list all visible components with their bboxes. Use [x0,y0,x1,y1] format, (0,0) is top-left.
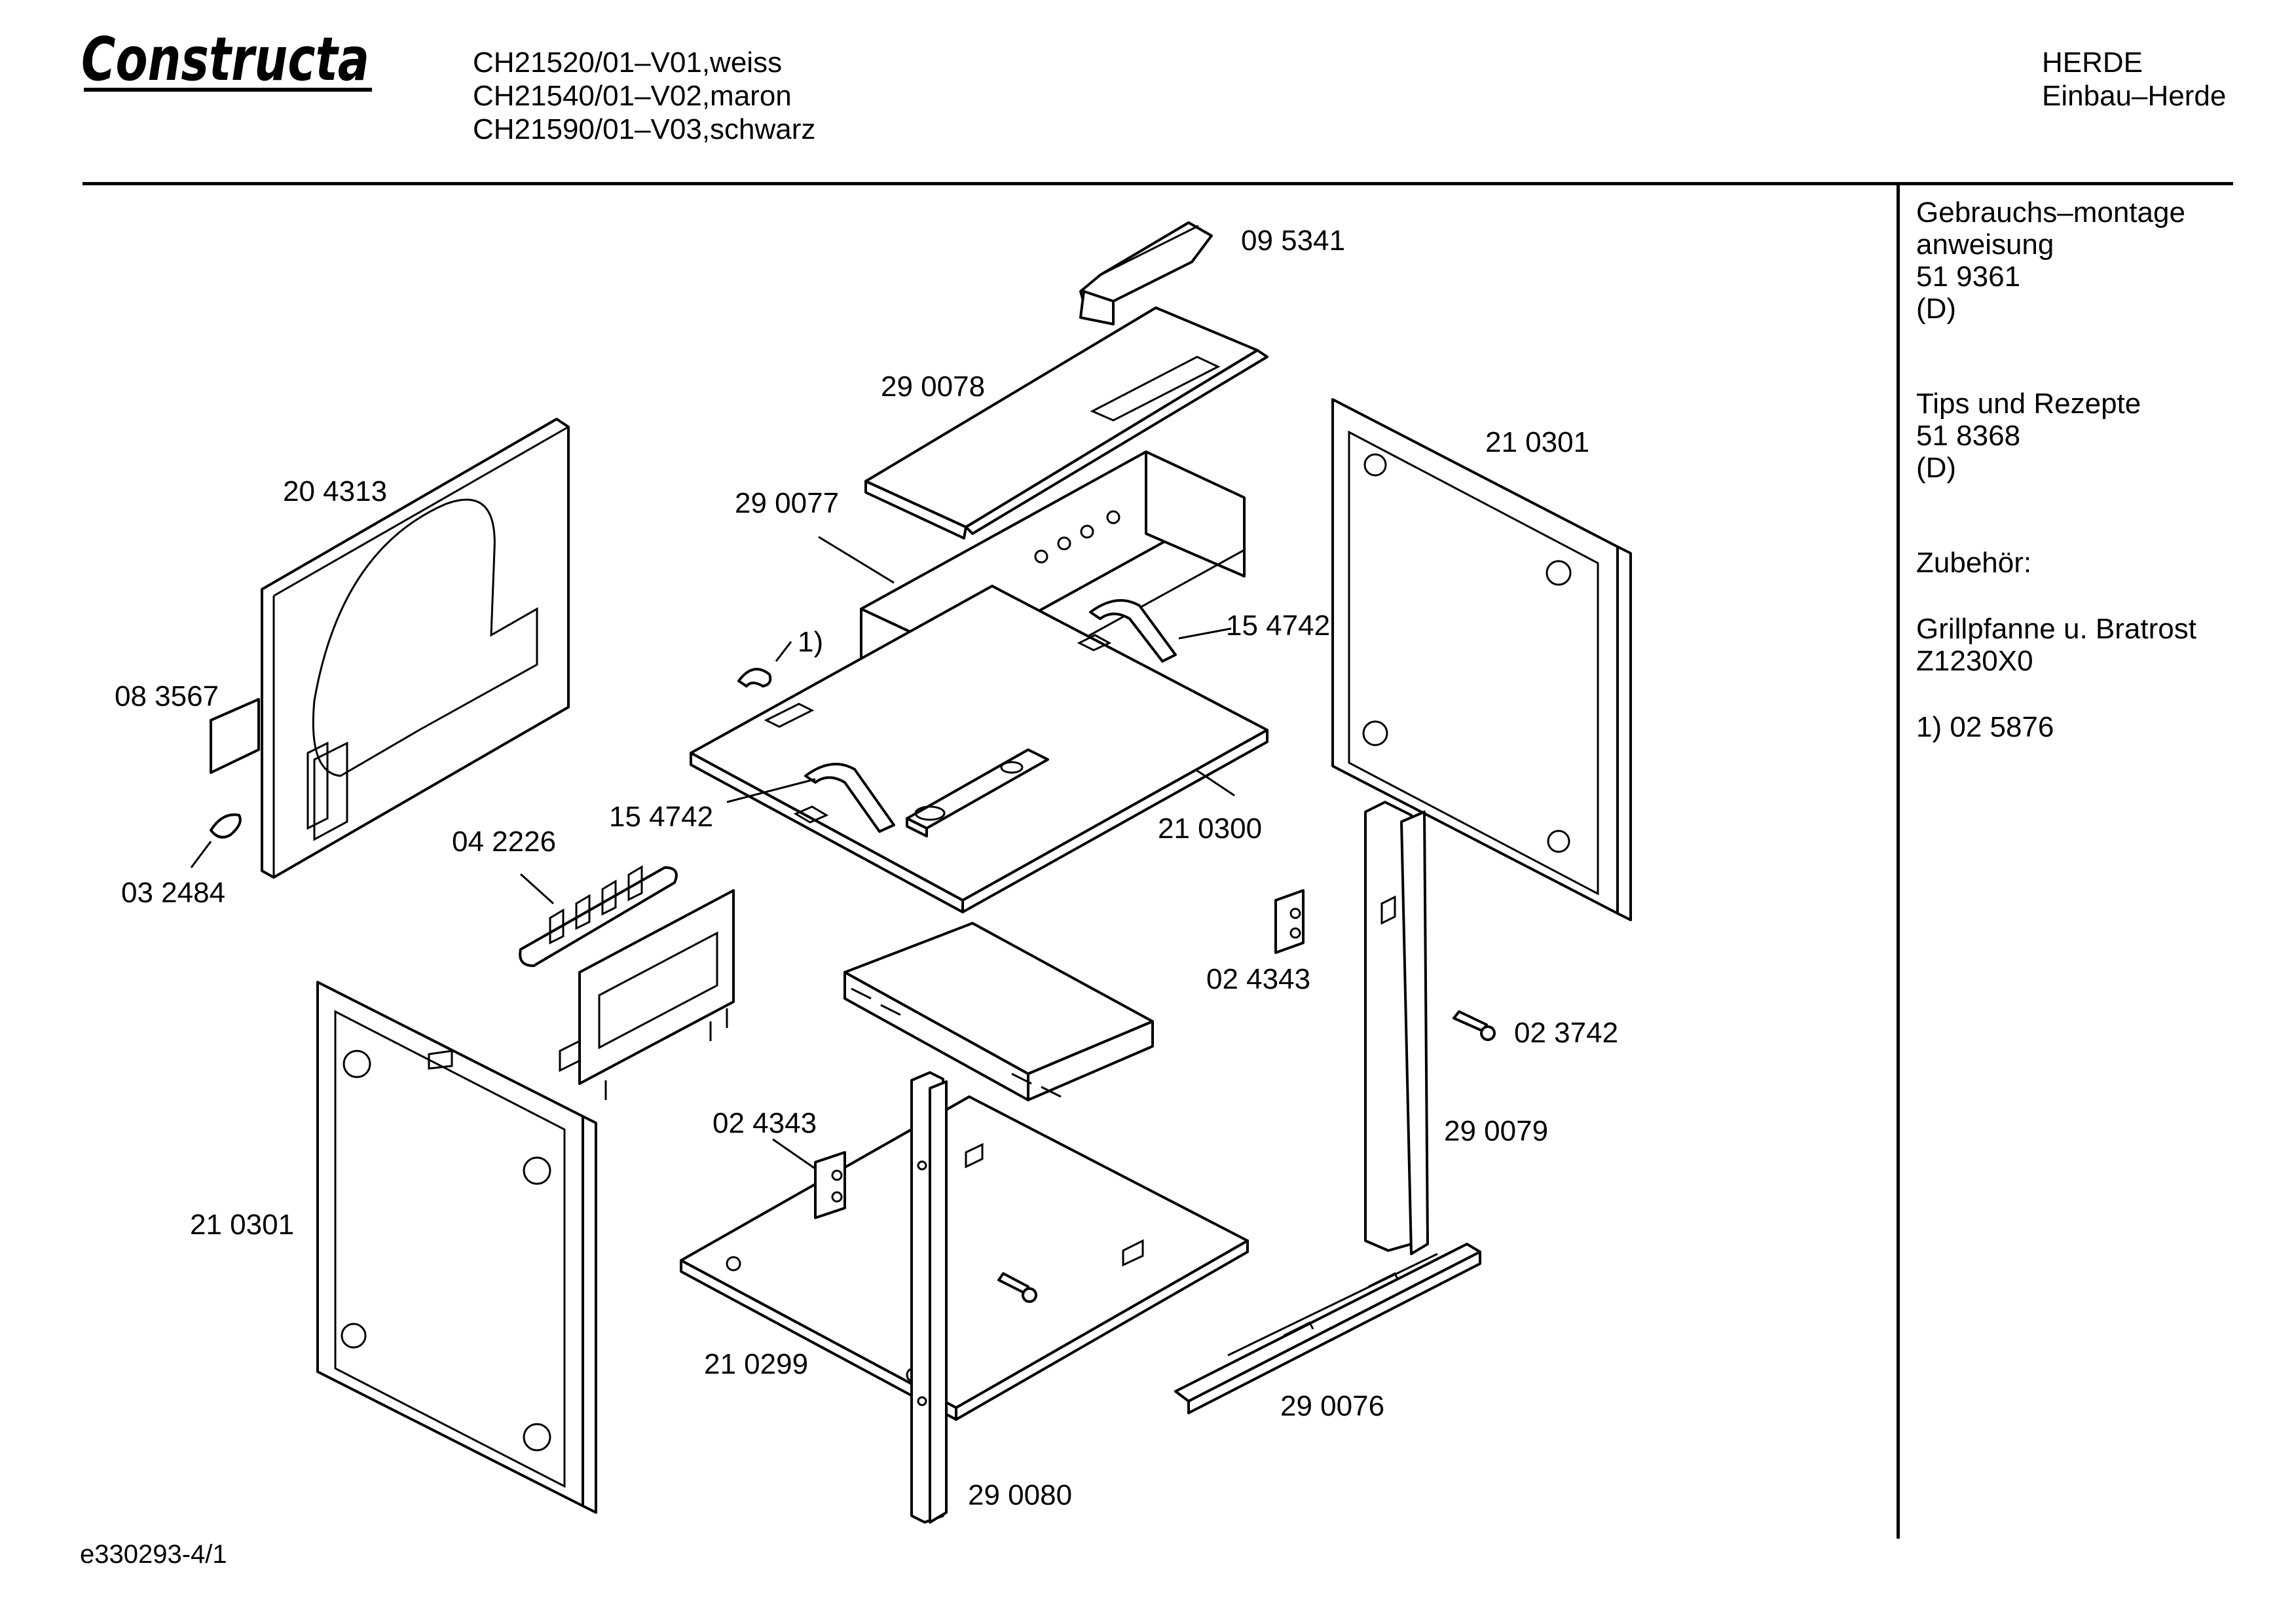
accessory-name: Grillpfanne u. Bratrost [1916,613,2196,645]
part-154742-handle-top [1089,599,1177,663]
label-083567: 08 3567 [115,680,219,712]
part-control-bracket [559,889,735,1100]
footnote-text: 1) 02 5876 [1916,711,2054,743]
label-024343-left: 02 4343 [713,1107,817,1139]
model-line-1: CH21520/01–V01,weiss [473,46,783,79]
label-210301-left: 21 0301 [190,1209,294,1241]
label-154742-bottom: 15 4742 [609,801,713,833]
tips-title: Tips und Rezepte [1916,388,2141,420]
label-210299: 21 0299 [704,1348,808,1380]
part-290080-front-rail [910,1071,948,1524]
label-note-1: 1) [798,626,823,658]
accessory-info: Grillpfanne u. Bratrost Z1230X0 [1916,613,2283,677]
label-290076: 29 0076 [1280,1390,1384,1422]
header-divider [83,182,2233,185]
sidebar: Gebrauchs–montage anweisung 51 9361 (D) … [1916,196,2283,806]
label-154742-top: 15 4742 [1226,610,1330,642]
label-210301-right: 21 0301 [1485,426,1589,458]
model-list: CH21520/01–V01,weiss CH21540/01–V02,maro… [473,46,815,146]
manual-line-2: anweisung [1916,229,2054,261]
label-032484: 03 2484 [121,877,225,909]
part-290079-vertical-rail [1364,801,1429,1255]
label-024343-right: 02 4343 [1206,963,1310,995]
part-083567-small-panel [210,698,260,774]
category-line-2: Einbau–Herde [2042,80,2227,112]
part-210301-side-panel-right [1331,398,1632,921]
document-id: e330293-4/1 [80,1540,227,1569]
sidebar-divider [1897,183,1900,1539]
part-labels: 09 5341 29 0078 20 4313 29 0077 21 0301 … [115,225,1618,1511]
label-204313: 20 4313 [283,475,387,507]
manual-number: 51 9361 [1916,261,2021,293]
part-clip-note-1 [737,668,772,687]
part-032484-knob [210,813,242,839]
part-290078-top-cover [864,306,1268,540]
model-line-3: CH21590/01–V03,schwarz [473,113,816,145]
part-024343-clip-right [1274,889,1305,954]
leader-lines [190,536,1235,1170]
tips-info: Tips und Rezepte 51 8368 (D) [1916,388,2283,484]
part-base-screw [997,1272,1037,1303]
accessories-heading: Zubehör: [1916,547,2283,579]
tips-language: (D) [1916,452,1957,484]
part-210300-middle-plate [690,585,1268,913]
category-line-1: HERDE [2042,46,2143,79]
label-042226: 04 2226 [452,826,556,858]
label-290077: 29 0077 [735,487,839,519]
product-category: HERDE Einbau–Herde [2042,46,2226,113]
manual-line-1: Gebrauchs–montage [1916,196,2185,229]
part-024343-clip-left [814,1151,846,1219]
part-204313-back-panel [261,418,570,879]
part-drawer-frame [843,922,1154,1101]
part-210299-base-plate [680,1095,1249,1421]
part-095341-bracket [1079,221,1213,325]
model-line-2: CH21540/01–V02,maron [473,80,792,112]
label-290078: 29 0078 [881,371,985,403]
label-290079: 29 0079 [1444,1115,1548,1147]
label-023742: 02 3742 [1514,1017,1618,1049]
part-290076-bottom-rail [1174,1243,1481,1414]
part-210301-side-panel-left [316,981,597,1514]
part-023742-screw [1453,1010,1496,1041]
manual-info: Gebrauchs–montage anweisung 51 9361 (D) [1916,196,2283,325]
brand-logo-text: Constructa [81,24,369,94]
label-290080: 29 0080 [968,1479,1072,1511]
tips-number: 51 8368 [1916,420,2021,452]
accessory-number: Z1230X0 [1916,645,2033,677]
exploded-parts-diagram: 09 5341 29 0078 20 4313 29 0077 21 0301 … [115,221,1632,1524]
part-042226-terminal-block [519,865,678,967]
constructa-logo: Constructa [81,24,372,94]
footnote: 1) 02 5876 [1916,711,2283,743]
label-210300: 21 0300 [1158,813,1262,845]
accessories-heading-text: Zubehör: [1916,547,2032,579]
label-095341: 09 5341 [1241,225,1345,257]
part-154742-handle-bottom [804,763,895,833]
manual-language: (D) [1916,293,1957,325]
